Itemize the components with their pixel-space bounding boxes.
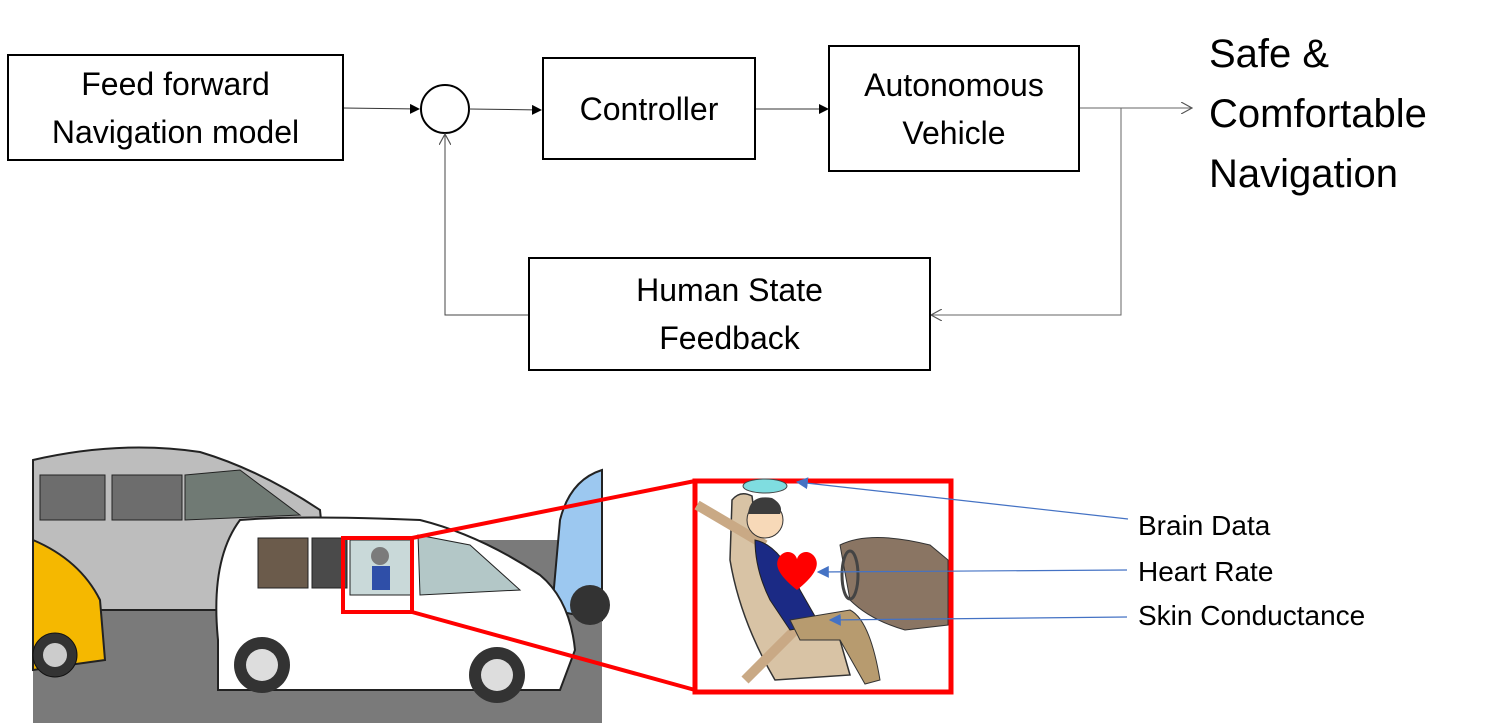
feedback-line2: Feedback	[659, 320, 800, 356]
zoom-line-top	[411, 479, 696, 540]
output-line3: Navigation	[1209, 152, 1399, 196]
feedforward-line1: Feed forward	[81, 65, 270, 102]
feedforward-line2: Navigation model	[51, 113, 300, 150]
human-state-feedback-block: Human State Feedback	[528, 257, 931, 371]
driver-callout-image	[692, 478, 954, 695]
sensor-label-brain-data: Brain Data	[1138, 510, 1271, 541]
zoom-source-highlight	[341, 536, 414, 614]
pointer-skin	[828, 613, 1128, 626]
autonomous-vehicle-block: Autonomous Vehicle	[828, 45, 1080, 172]
feedforward-navigation-block: Feed forward Navigation model	[7, 54, 344, 161]
summing-junction	[420, 84, 470, 134]
zoom-line-bottom	[411, 610, 696, 692]
pointer-brain	[795, 477, 1129, 520]
vehicle-line1: Autonomous	[864, 66, 1044, 103]
controller-label: Controller	[579, 90, 719, 127]
arrow-sum-to-controller	[468, 104, 542, 115]
vehicle-line2: Vehicle	[902, 114, 1006, 151]
controller-block: Controller	[542, 57, 756, 160]
feedback-path-right	[931, 108, 1122, 315]
output-line2: Comfortable	[1209, 92, 1427, 136]
feedback-line1: Human State	[636, 272, 823, 308]
feedback-path-left	[445, 134, 528, 316]
heart-icon	[777, 552, 817, 590]
traffic-scene-image	[32, 440, 610, 723]
pointer-heart	[816, 565, 1128, 578]
output-label: Safe & Comfortable Navigation	[1209, 24, 1427, 204]
eeg-cap-icon	[742, 478, 788, 494]
arrow-ff-to-sum	[342, 103, 420, 114]
sensor-label-heart-rate: Heart Rate	[1138, 556, 1274, 587]
output-line1: Safe &	[1209, 32, 1330, 76]
sensor-label-skin-conductance: Skin Conductance	[1138, 600, 1366, 631]
